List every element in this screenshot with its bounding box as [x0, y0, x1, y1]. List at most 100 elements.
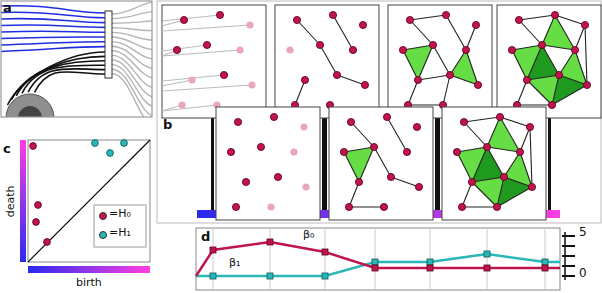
simplex-edge: [337, 75, 365, 85]
series-label: β₁: [228, 257, 241, 270]
complex-panel: [157, 1, 601, 223]
frame-border: [329, 107, 433, 220]
betti1-marker: [484, 251, 490, 257]
blue-fiber: [1, 12, 105, 18]
blue-fiber: [1, 47, 105, 52]
vertex-dot: [474, 81, 481, 88]
simplex-light: [344, 147, 374, 182]
vertex-dot: [462, 46, 469, 53]
vertex-dot: [300, 123, 307, 130]
output-fiber: [112, 74, 152, 117]
simplex-edge: [464, 122, 487, 147]
panel-letter: d: [201, 230, 210, 245]
simplex-edge: [487, 117, 500, 147]
vertex-dot: [340, 148, 347, 155]
axis-title: birth: [76, 277, 102, 290]
legend-text: =H₁: [109, 227, 131, 240]
tick-label: 5: [579, 226, 587, 240]
axis-title: death: [5, 185, 18, 217]
blue-fiber: [1, 19, 105, 23]
cell-body: [6, 94, 54, 117]
vertex-dot: [361, 81, 368, 88]
vertex-dot: [500, 173, 507, 180]
simplex-edge: [418, 45, 433, 80]
neuron-panel: [0, 1, 153, 142]
diagonal: [28, 140, 150, 262]
simplex-edge: [443, 75, 450, 105]
vertex-dot: [493, 203, 500, 210]
axis-tick: [562, 255, 575, 257]
filtration-bar: [324, 111, 327, 210]
simplex-edge: [487, 147, 504, 177]
legend-swatch: [99, 231, 107, 239]
simplex-edge: [462, 206, 497, 207]
blue-fiber: [1, 31, 105, 32]
vertex-dot: [460, 118, 467, 125]
simplex-edge: [457, 152, 472, 182]
simplex-edge: [585, 25, 587, 85]
betti1-marker: [267, 273, 273, 279]
simplex-edge: [344, 152, 359, 182]
vertex-dot: [236, 46, 243, 53]
betti0-marker: [267, 239, 273, 245]
blue-fiber: [1, 37, 105, 39]
output-fiber: [112, 28, 152, 31]
axis-tick: [562, 275, 575, 277]
vertex-dot: [415, 183, 422, 190]
simplex-edge: [457, 147, 487, 152]
axis-tick: [562, 235, 575, 237]
vertex-dot: [403, 148, 410, 155]
complex-frame: [442, 107, 546, 220]
simplex-edge: [374, 147, 391, 177]
simplex-edge: [297, 20, 320, 45]
h0-point: [44, 239, 51, 246]
vertex-dot: [355, 178, 362, 185]
vertex-dot: [302, 183, 309, 190]
simplex-edge: [472, 147, 487, 182]
vertex-dot: [483, 143, 490, 150]
neuron-trace: [162, 85, 252, 91]
simplex-dark: [497, 177, 532, 207]
vertex-dot: [173, 46, 180, 53]
complex-frame: [388, 5, 492, 118]
vertex-dot: [180, 16, 187, 23]
legend-swatch: [99, 212, 107, 220]
tick-label: 0: [579, 267, 587, 281]
vertex-dot: [548, 101, 555, 108]
simplex-edge: [542, 45, 559, 75]
vertex-dot: [257, 143, 264, 150]
figure-part: [1, 2, 152, 117]
simplex-light: [450, 50, 478, 85]
h1-point: [121, 140, 128, 147]
simplex-edge: [408, 80, 418, 105]
vertex-dot: [413, 123, 420, 130]
simplex-edge: [466, 50, 478, 85]
complex-frame: [329, 107, 433, 220]
vertex-dot: [227, 148, 234, 155]
vertex-dot: [458, 203, 465, 210]
grid-line: [325, 229, 326, 289]
h0-point: [30, 143, 37, 150]
simplex-edge: [527, 45, 542, 80]
simplex-edge: [349, 206, 384, 207]
black-fiber: [22, 65, 105, 93]
axis-tick: [562, 245, 575, 247]
simplex-edge: [472, 177, 504, 182]
vertex-dot: [349, 46, 356, 53]
vertex-dot: [329, 11, 336, 18]
simplex-edge: [542, 45, 575, 50]
simplex-edge: [559, 75, 587, 85]
vertex-dot: [571, 46, 578, 53]
vertex-dot: [399, 46, 406, 53]
frame-border: [442, 107, 546, 220]
simplex-edge: [542, 15, 555, 45]
panel-border: [1, 1, 152, 117]
simplex-edge: [552, 85, 587, 105]
simplex-edge: [403, 45, 433, 50]
output-fiber: [112, 32, 152, 40]
simplex-edge: [320, 45, 337, 75]
simplex-edge: [466, 25, 476, 50]
vertex-dot: [293, 16, 300, 23]
simplex-edge: [517, 104, 552, 105]
